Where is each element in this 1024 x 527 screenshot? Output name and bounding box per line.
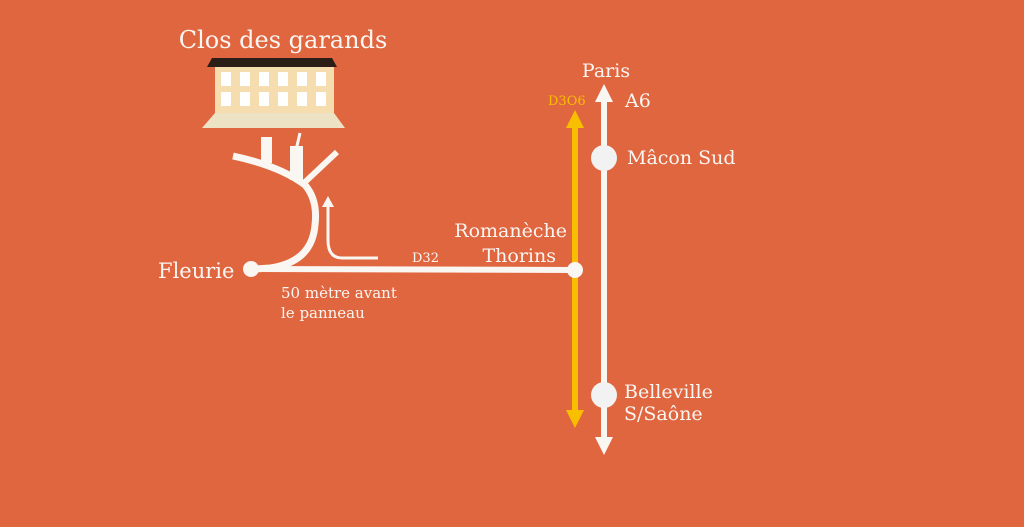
label-paris: Paris bbox=[582, 60, 630, 82]
label-romaneche: Romanèche bbox=[454, 220, 567, 242]
chateau-building-icon bbox=[202, 58, 345, 128]
label-fleurie: Fleurie bbox=[158, 259, 234, 283]
road-a6 bbox=[595, 84, 613, 455]
macon-sud-marker bbox=[591, 145, 617, 171]
label-saone: S/Saône bbox=[624, 403, 703, 425]
access-roads bbox=[232, 132, 378, 273]
label-d32: D32 bbox=[412, 251, 439, 266]
label-d306: D3O6 bbox=[548, 94, 586, 109]
romaneche-marker bbox=[567, 262, 583, 278]
building-annex bbox=[290, 146, 303, 180]
fleurie-marker bbox=[243, 261, 259, 277]
label-belleville: Belleville bbox=[624, 381, 713, 403]
label-macon-sud: Mâcon Sud bbox=[627, 147, 736, 169]
road-d32 bbox=[250, 266, 576, 273]
belleville-marker bbox=[591, 382, 617, 408]
map-title: Clos des garands bbox=[179, 26, 388, 54]
label-note-1: 50 mètre avant bbox=[281, 284, 397, 302]
label-note-2: le panneau bbox=[281, 304, 365, 322]
label-a6: A6 bbox=[624, 90, 651, 112]
turn-arrow-icon bbox=[322, 196, 334, 207]
building-annex bbox=[261, 137, 272, 163]
label-thorins: Thorins bbox=[483, 245, 557, 267]
